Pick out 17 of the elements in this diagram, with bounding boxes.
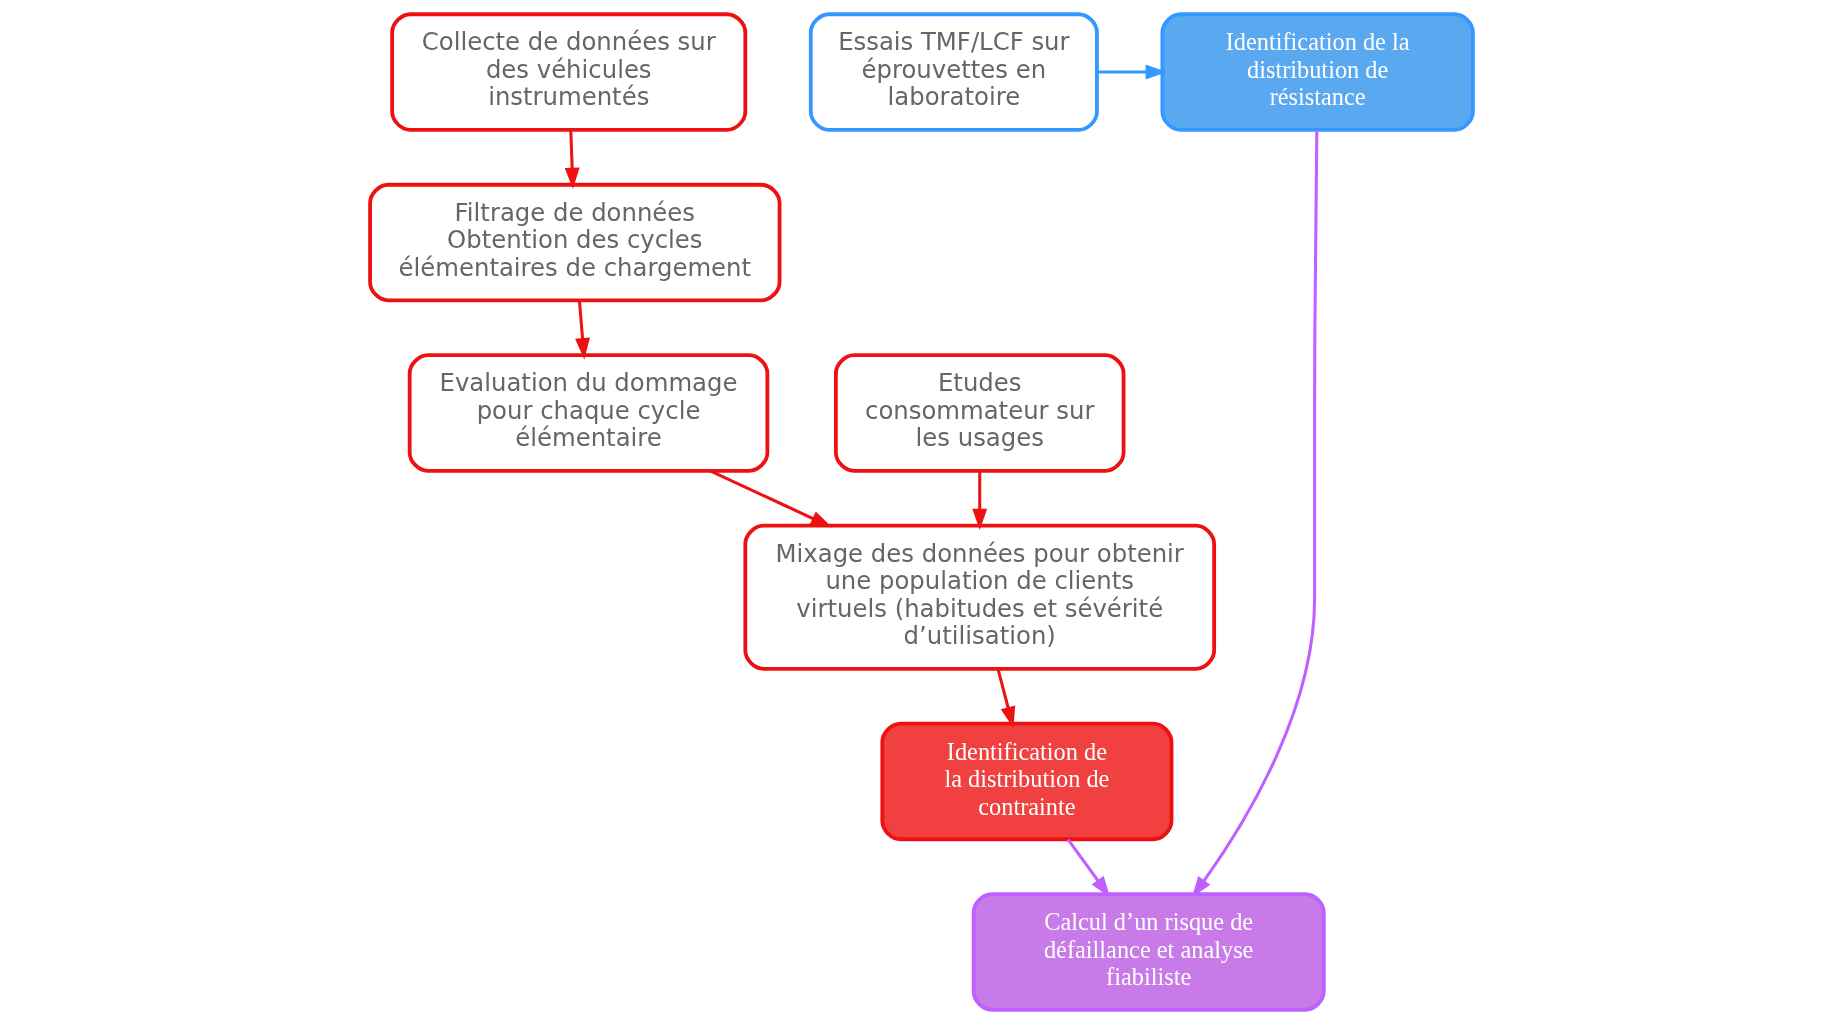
node-box: Etudes consommateur sur les usages [833,353,1126,473]
arrow [564,130,580,190]
arrow [972,470,988,530]
node-box: Mixage des données pour obtenir une population de clients virtuels (habitudes et sévérité d’utilisation) [743,523,1217,671]
node-box: Collecte de données sur des véhicules instrumentés [390,12,748,132]
arrow [1066,838,1111,898]
node-box: Identification de la distribution de contrainte [880,721,1174,842]
arrow [1097,64,1167,80]
node-box: Essais TMF/LCF sur éprouvettes en laboratoire [808,12,1099,132]
node-box: Evaluation du dommage pour chaque cycle élémentaire [407,353,770,473]
node-box: Filtrage de données Obtention des cycles élémentaires de chargement [368,182,782,303]
arrow [709,469,832,528]
arrow [996,668,1016,728]
arrow [1191,130,1319,898]
arrow [575,300,590,360]
node-box: Identification de la distribution de résistance [1160,12,1475,132]
node-box: Calcul d’un risque de défaillance et analyse fiabiliste [971,892,1326,1012]
